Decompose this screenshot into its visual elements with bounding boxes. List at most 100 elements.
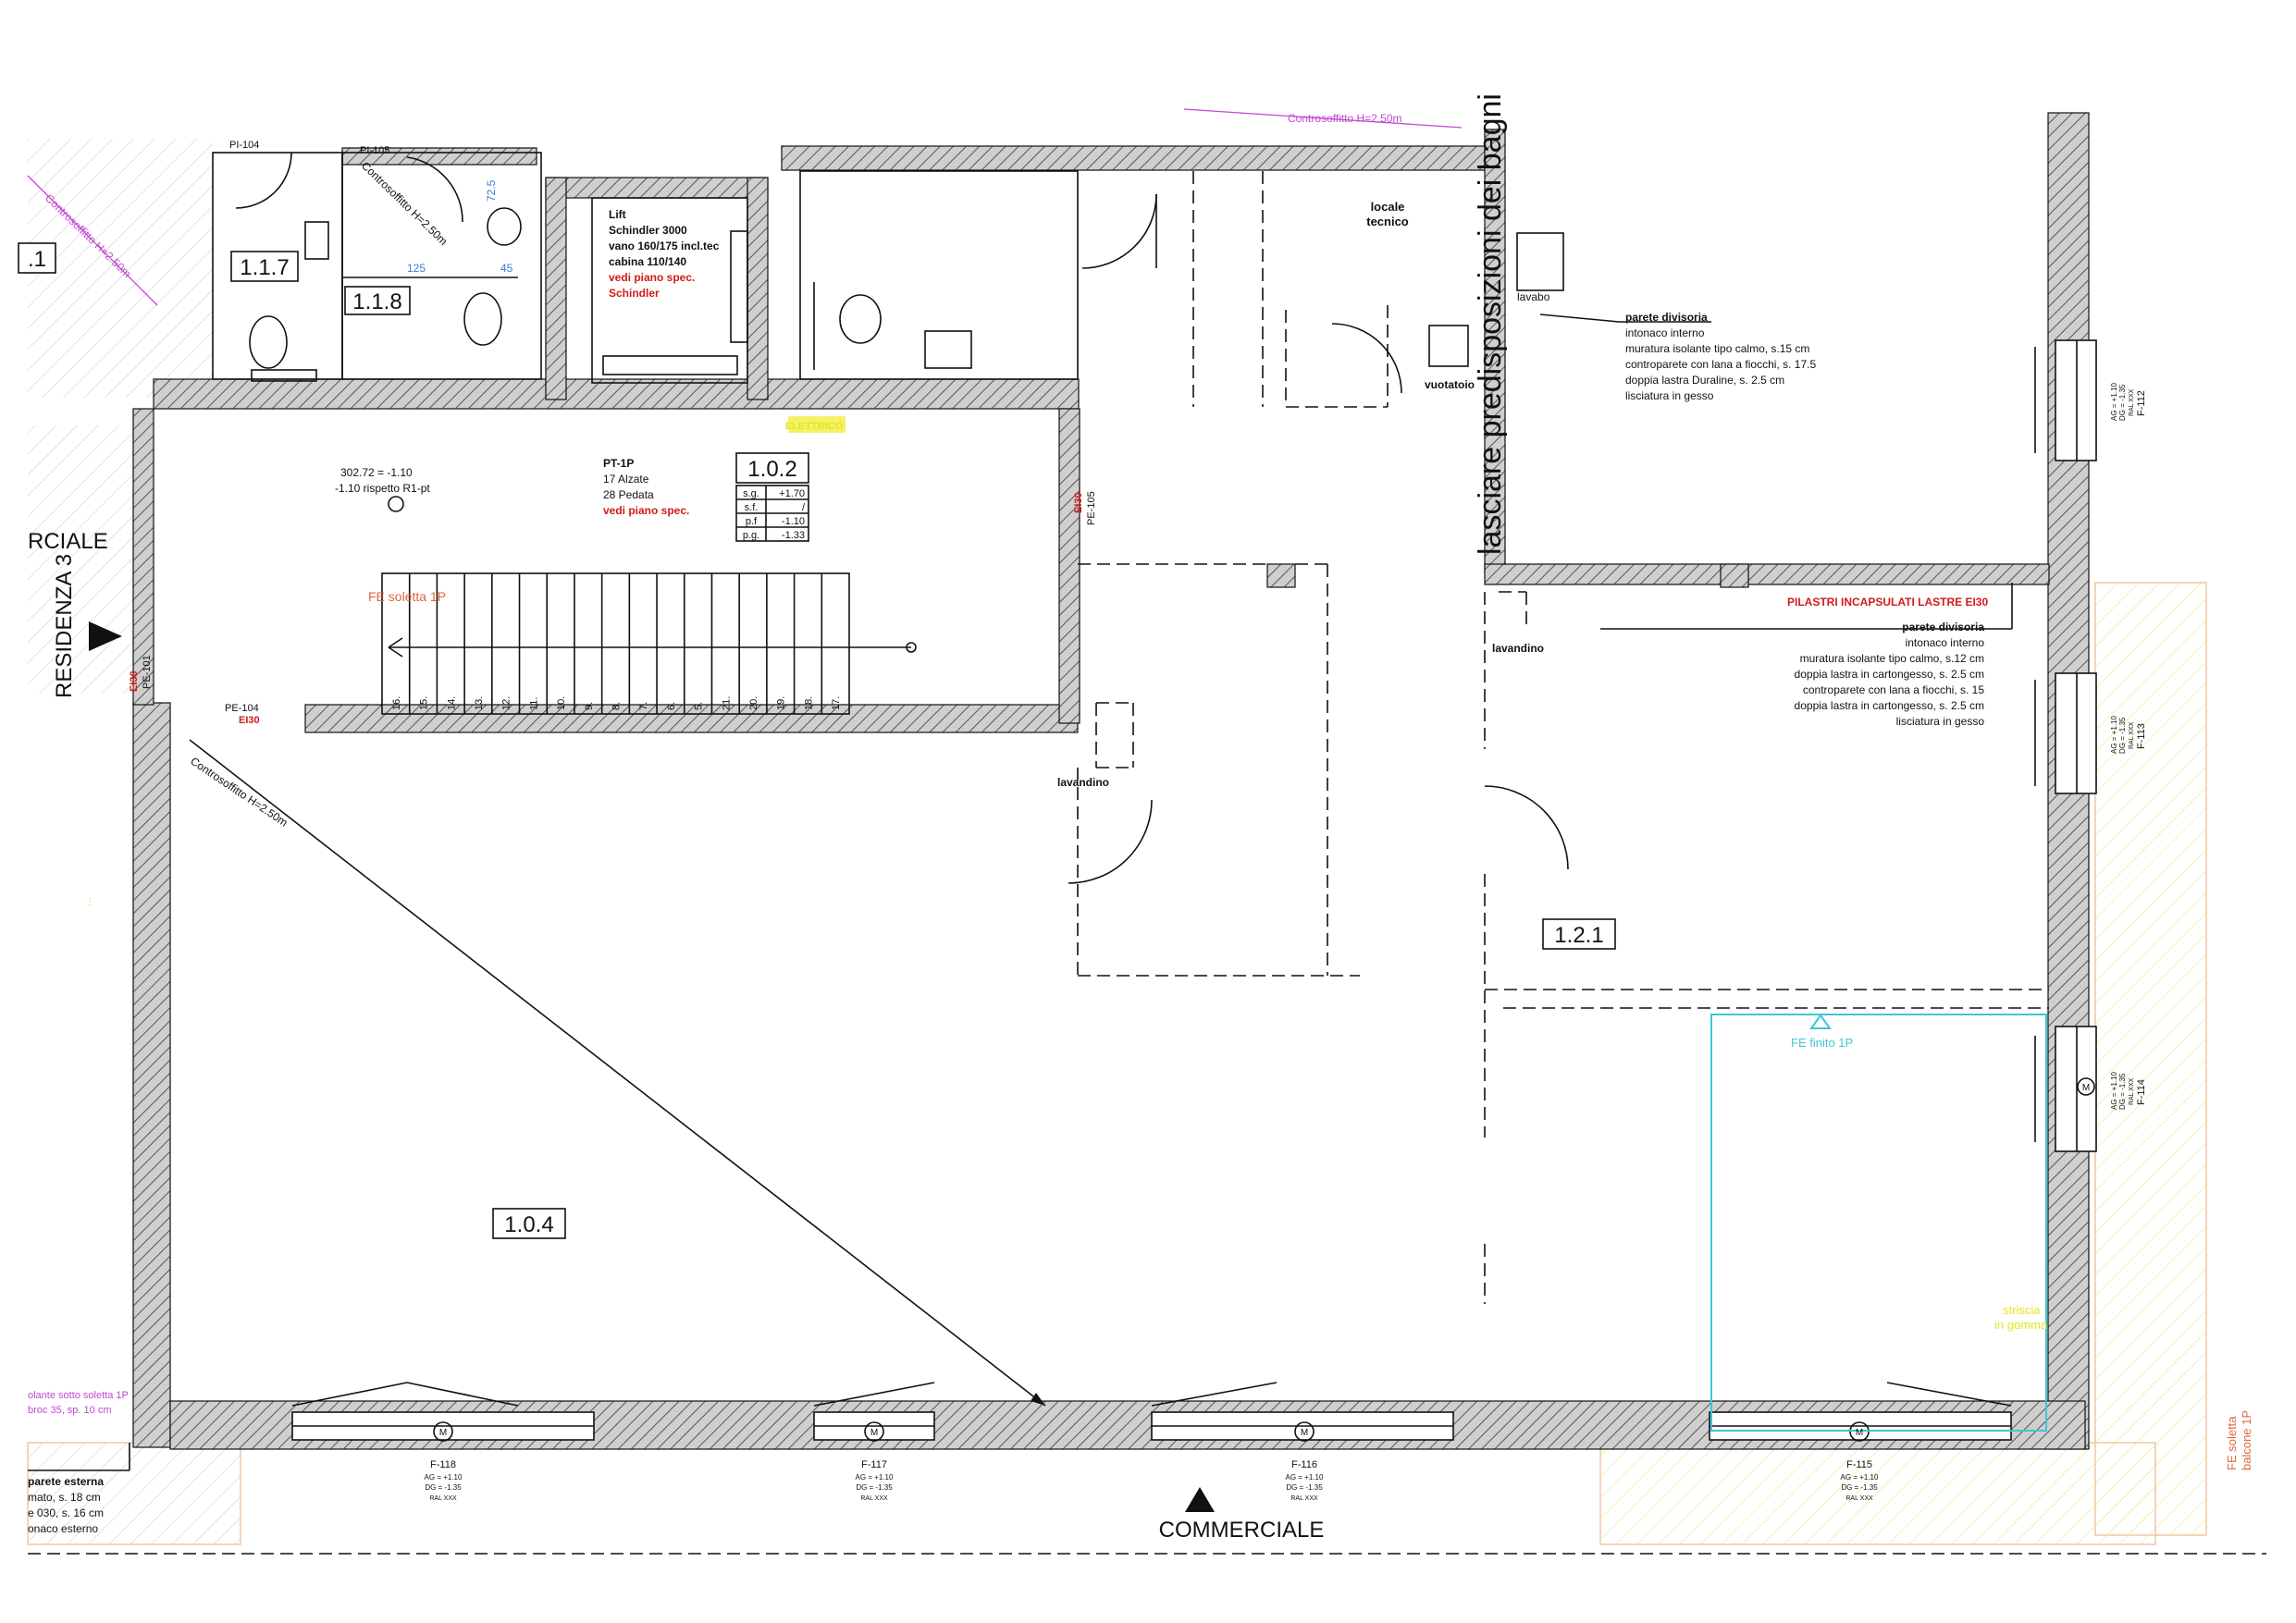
window-f114-frame (2034, 1026, 2097, 1152)
note-title: parete divisoria (1625, 311, 1708, 324)
window-dg: DG = -1.35 (2118, 384, 2127, 421)
ceiling-leader (1183, 108, 1463, 129)
dimension: 125 (407, 262, 426, 275)
window-ral: RAL XXX (429, 1495, 457, 1502)
dimension: 72.5 (485, 179, 498, 202)
stair-step-number: 16. (391, 696, 402, 710)
stair-notes: PT-1P 17 Alzate 28 Pedata vedi piano spe… (335, 457, 689, 604)
lift-line: Schindler (609, 287, 660, 300)
lift-line: vedi piano spec. (609, 271, 695, 284)
window-f113-frame (2034, 672, 2097, 794)
room-number: .1 (28, 247, 46, 272)
ceiling-note: Controsoffitto H=2.50m (359, 159, 451, 248)
room-label-121: 1.2.1 (1542, 918, 1616, 950)
stair-step-number: 18. (803, 696, 814, 710)
entrance-arrow-bottom (1185, 1487, 1215, 1512)
door-label: PE-104 (225, 703, 259, 714)
room-number: 1.2.1 (1554, 923, 1603, 948)
window-ag: AG = +1.10 (425, 1473, 463, 1482)
table-key: s.g. (743, 488, 759, 499)
left-note: broc 35, sp. 10 cm (28, 1405, 112, 1416)
table-value: -1.10 (782, 516, 805, 527)
note-title: parete divisoria (1902, 621, 1984, 633)
dimension: 45 (500, 262, 513, 275)
note-line: doppia lastra in cartongesso, s. 2.5 cm (1795, 668, 1984, 681)
motor-marker: M (870, 1428, 878, 1438)
door-label: PI-105 (360, 145, 389, 156)
commerciale-bottom-label: COMMERCIALE (1159, 1518, 1325, 1543)
stair-step-number: 14. (446, 696, 457, 710)
stair-line: 17 Alzate (603, 473, 649, 486)
stair-step-number: 13. (474, 696, 485, 710)
note-line: mato, s. 18 cm (28, 1491, 101, 1504)
window-ral: RAL XXX (860, 1495, 888, 1502)
stair-step-labels: 16.15.14.13.12.11.10.9.8.7.6.5.21.20.19.… (391, 696, 842, 710)
lift-line: vano 160/175 incl.tec (609, 240, 720, 252)
lavandino-label: lavandino (1492, 642, 1544, 655)
window-name: F-115 (1846, 1459, 1872, 1470)
stair-line: 28 Pedata (603, 488, 654, 501)
note-line: controparete con lana a fiocchi, s. 17.5 (1625, 358, 1816, 371)
window-ral: RAL XXX (2129, 1077, 2135, 1105)
wc-accessible (799, 170, 1079, 380)
stair-step-number: 20. (748, 696, 759, 710)
room-label-117: 1.1.7 (230, 251, 299, 282)
vuotatoio-fixture (1428, 325, 1469, 367)
stair-step-number: 17. (831, 696, 842, 710)
window-f115-frame (1709, 1382, 2012, 1442)
note-line: doppia lastra Duraline, s. 2.5 cm (1625, 374, 1784, 387)
fe-balcone-label: FE soletta (2225, 1416, 2239, 1470)
window-name: F-117 (861, 1459, 887, 1470)
fire-rating: EI30 (239, 715, 260, 726)
parete-esterna: parete esterna mato, s. 18 cm e 030, s. … (28, 1475, 104, 1535)
entrance-arrow-left (89, 621, 122, 651)
stair-step-number: 7. (638, 702, 649, 710)
motor-marker: M (1301, 1428, 1308, 1438)
stair-step-number: 10. (556, 696, 567, 710)
note-line: muratura isolante tipo calmo, s.12 cm (1800, 652, 1984, 665)
window-f114: F-114 AG = +1.10 DG = -1.35 RAL XXX (2110, 1072, 2147, 1110)
window-name: F-116 (1291, 1459, 1317, 1470)
room-number: 1.1.8 (352, 289, 401, 314)
stair (381, 572, 917, 715)
window-dg: DG = -1.35 (2118, 1073, 2127, 1110)
note-line: intonaco interno (1906, 636, 1985, 649)
stair-step-number: 5. (694, 702, 705, 710)
stair-step-number: 8. (611, 702, 623, 710)
fe-finito-label: FE finito 1P (1791, 1036, 1853, 1050)
window-name: F-112 (2136, 390, 2147, 416)
note-line: controparete con lana a fiocchi, s. 15 (1803, 683, 1984, 696)
bagni-label: lasciare predisposizioni dei bagni (1473, 93, 1508, 555)
stair-line: vedi piano spec. (603, 504, 689, 517)
door-label: PE-105 (1086, 491, 1097, 525)
window-f117: F-117 AG = +1.10 DG = -1.35 RAL XXX (856, 1459, 894, 1502)
lift-notes: Lift Schindler 3000 vano 160/175 incl.te… (609, 208, 720, 300)
lift-line: Lift (609, 208, 626, 221)
motor-marker: M (1856, 1428, 1863, 1438)
window-ag: AG = +1.10 (1286, 1473, 1324, 1482)
window-ral: RAL XXX (1845, 1495, 1873, 1502)
door-swings (235, 152, 1569, 884)
elettrico-label: ELETTRICO (785, 421, 844, 432)
controsoffitto-diagonal (189, 739, 1046, 1407)
fire-rating: EI30 (1073, 492, 1084, 513)
ceiling-note: Controsoffitto H=2.50m (188, 755, 290, 830)
note-line: intonaco interno (1625, 326, 1705, 339)
window-f112: F-112 AG = +1.10 DG = -1.35 RAL XXX (2110, 383, 2147, 421)
window-f117-frame (813, 1382, 935, 1442)
window-ral: RAL XXX (2129, 388, 2135, 416)
note-line: lisciatura in gesso (1625, 389, 1714, 402)
window-ral: RAL XXX (2129, 721, 2135, 749)
right-balcony-hatch (27, 582, 2207, 1545)
window-dg: DG = -1.35 (2118, 717, 2127, 754)
left-note: olante sotto soletta 1P (28, 1390, 129, 1401)
window-name: F-118 (430, 1459, 456, 1470)
window-f116-frame (1151, 1382, 1454, 1442)
level-marker (388, 496, 404, 512)
motor-marker: M (439, 1428, 447, 1438)
yellow-note: ... (80, 897, 93, 906)
stair-step-number: 12. (501, 696, 512, 710)
level-text: -1.10 rispetto R1-pt (335, 482, 430, 495)
parete-divisoria-2: parete divisoria intonaco interno muratu… (1795, 621, 1985, 728)
room-number: 1.1.7 (240, 255, 289, 280)
